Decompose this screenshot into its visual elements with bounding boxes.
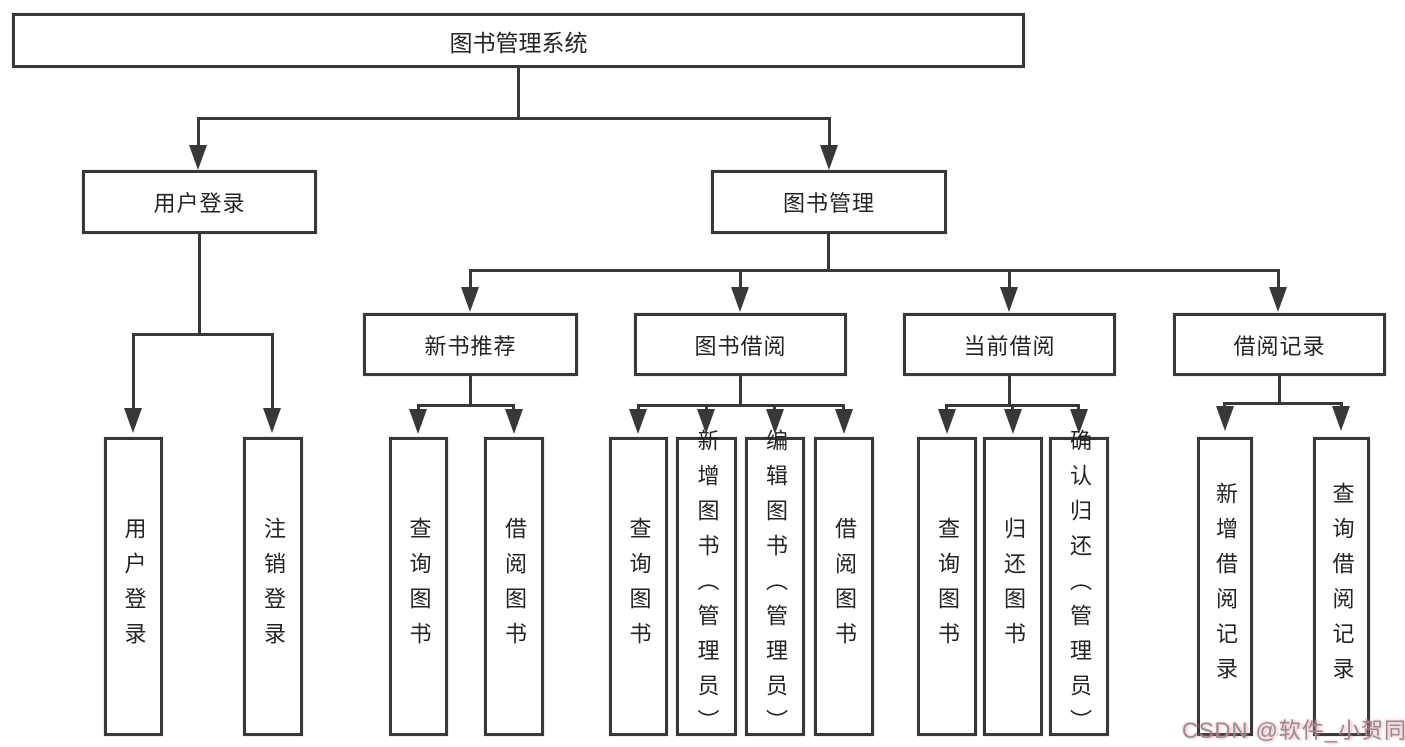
leaf-label: 查询图书 bbox=[935, 516, 960, 657]
arrow-down-icon bbox=[1269, 287, 1287, 312]
leaf-label: 归还图书 bbox=[1001, 516, 1026, 657]
node-library-management-system: 图书管理系统 bbox=[12, 13, 1025, 68]
connector-line bbox=[637, 406, 640, 411]
leaf-label: 用户登录 bbox=[121, 516, 147, 657]
connector-line bbox=[1277, 271, 1280, 287]
arrow-down-icon bbox=[1070, 409, 1088, 434]
leaf-recommend-borrow-books: 借阅图书 bbox=[484, 437, 544, 736]
connector-line bbox=[828, 119, 831, 147]
leaf-label: 借阅图书 bbox=[502, 516, 527, 657]
node-book-management: 图书管理 bbox=[711, 170, 947, 234]
node-borrowing-records: 借阅记录 bbox=[1173, 313, 1386, 376]
arrow-down-icon bbox=[409, 409, 427, 434]
connector-line bbox=[773, 406, 776, 411]
leaf-logout-login: 注销登录 bbox=[243, 437, 303, 736]
connector-line bbox=[637, 404, 845, 407]
leaf-label: 新增图书（管理员） bbox=[694, 429, 720, 744]
connector-line bbox=[517, 68, 520, 119]
node-new-book-recommendation: 新书推荐 bbox=[363, 313, 578, 376]
leaf-confirm-return-admin: 确认归还（管理员） bbox=[1049, 429, 1109, 744]
connector-line bbox=[417, 406, 420, 411]
connector-line bbox=[132, 335, 135, 409]
arrow-down-icon bbox=[505, 409, 523, 434]
arrow-down-icon bbox=[1332, 406, 1350, 431]
connector-line bbox=[1278, 376, 1281, 404]
connector-line bbox=[417, 404, 515, 407]
arrow-down-icon bbox=[731, 287, 749, 312]
leaf-query-borrow-record: 查询借阅记录 bbox=[1313, 437, 1370, 736]
connector-line bbox=[132, 333, 274, 336]
leaf-label: 新增借阅记录 bbox=[1213, 481, 1238, 692]
connector-line bbox=[469, 269, 1280, 272]
leaf-label: 查询图书 bbox=[626, 516, 652, 657]
connector-line bbox=[842, 406, 845, 411]
arrow-down-icon bbox=[1004, 409, 1022, 434]
node-book-borrowing: 图书借阅 bbox=[634, 313, 847, 376]
leaf-edit-books-admin: 编辑图书（管理员） bbox=[745, 429, 805, 744]
connector-line bbox=[1077, 406, 1080, 411]
connector-line bbox=[945, 404, 1080, 407]
arrow-down-icon bbox=[1000, 287, 1018, 312]
leaf-label: 确认归还（管理员） bbox=[1067, 429, 1092, 744]
leaf-label: 查询图书 bbox=[406, 516, 432, 657]
arrow-down-icon bbox=[263, 408, 281, 433]
arrow-down-icon bbox=[697, 409, 715, 434]
arrow-down-icon bbox=[124, 408, 142, 433]
leaf-label: 编辑图书（管理员） bbox=[763, 429, 788, 744]
arrow-down-icon bbox=[766, 409, 784, 434]
leaf-current-query-books: 查询图书 bbox=[917, 437, 977, 736]
arrow-down-icon bbox=[629, 409, 647, 434]
connector-line bbox=[197, 119, 200, 147]
connector-line bbox=[1008, 271, 1011, 287]
arrow-down-icon bbox=[835, 409, 853, 434]
connector-line bbox=[1011, 406, 1014, 411]
connector-line bbox=[739, 271, 742, 287]
leaf-recommend-query-books: 查询图书 bbox=[389, 437, 448, 736]
connector-line bbox=[1223, 402, 1343, 405]
leaf-label: 查询借阅记录 bbox=[1329, 481, 1355, 692]
connector-line bbox=[1008, 376, 1011, 406]
leaf-add-books-admin: 新增图书（管理员） bbox=[676, 429, 737, 744]
csdn-watermark: CSDN @软件_小贺同学 bbox=[1182, 718, 1405, 743]
leaf-borrowing-borrow-books: 借阅图书 bbox=[814, 437, 874, 736]
arrow-down-icon bbox=[461, 287, 479, 312]
node-current-borrowing: 当前借阅 bbox=[903, 313, 1116, 376]
arrow-down-icon bbox=[938, 409, 956, 434]
leaf-label: 注销登录 bbox=[261, 516, 286, 657]
leaf-label: 借阅图书 bbox=[832, 516, 857, 657]
connector-line bbox=[945, 406, 948, 411]
arrow-down-icon bbox=[1216, 406, 1234, 431]
leaf-add-borrow-record: 新增借阅记录 bbox=[1197, 437, 1253, 736]
connector-line bbox=[512, 406, 515, 411]
connector-line bbox=[469, 271, 472, 287]
leaf-borrowing-query-books: 查询图书 bbox=[609, 437, 668, 736]
connector-line bbox=[271, 335, 274, 409]
arrow-down-icon bbox=[189, 145, 207, 170]
node-user-login: 用户登录 bbox=[82, 170, 317, 234]
connector-line bbox=[469, 376, 472, 406]
connector-line bbox=[198, 234, 201, 335]
connector-line bbox=[705, 406, 708, 411]
leaf-user-login: 用户登录 bbox=[104, 437, 163, 736]
connector-line bbox=[197, 117, 831, 120]
arrow-down-icon bbox=[820, 145, 838, 170]
leaf-return-books: 归还图书 bbox=[983, 437, 1043, 736]
connector-line bbox=[739, 376, 742, 406]
connector-line bbox=[827, 234, 830, 271]
